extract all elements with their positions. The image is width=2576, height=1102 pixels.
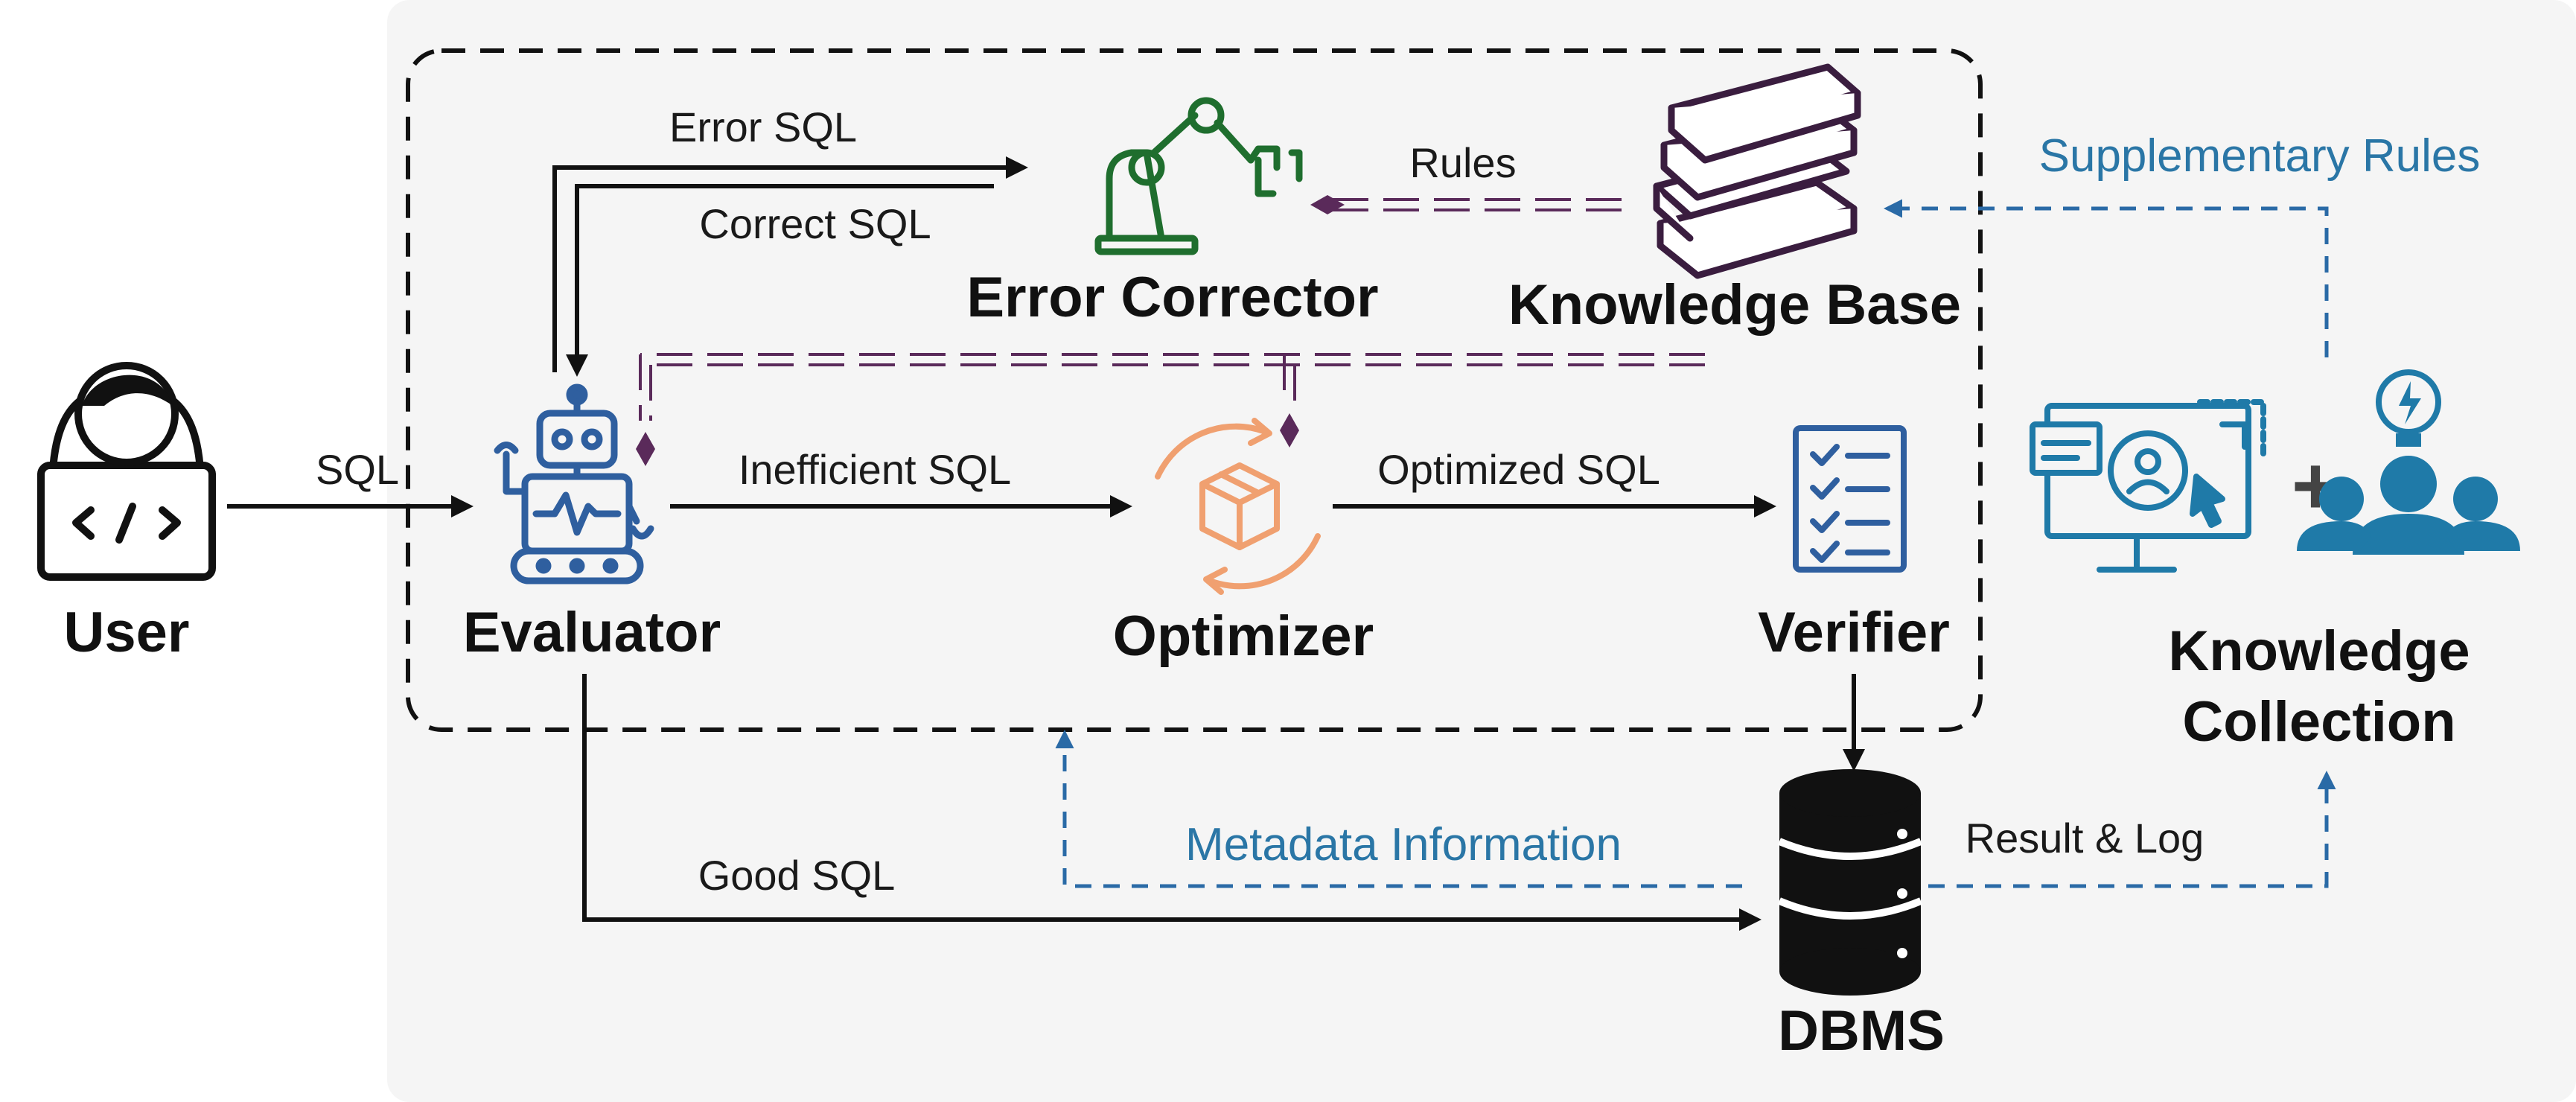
knowledge-collection-label-line2: Collection (2182, 690, 2455, 754)
database-icon (1778, 769, 1922, 996)
books-icon (1653, 63, 1861, 279)
team-idea-icon (2297, 369, 2520, 555)
metadata-information-arrow (1055, 730, 1742, 888)
error-sql-label: Error SQL (669, 103, 857, 150)
system-panel (387, 0, 2576, 1102)
checklist-icon (1793, 425, 1907, 573)
correct-sql-arrow (566, 184, 994, 377)
inefficient-sql-label: Inefficient SQL (739, 446, 1011, 493)
sql-label: SQL (316, 446, 399, 493)
robot-arm-icon (1094, 97, 1303, 255)
knowledge-links (639, 353, 1705, 421)
evaluator-label: Evaluator (463, 601, 721, 664)
evaluator-link-diamond (636, 432, 655, 466)
verifier-label: Verifier (1758, 601, 1950, 664)
good-sql-arrow (582, 674, 1762, 931)
result-log-arrow (1928, 771, 2336, 888)
result-log-label: Result & Log (1966, 815, 2204, 861)
agent-boundary-box (406, 48, 1983, 732)
user-icon (37, 362, 216, 581)
supplementary-rules-arrow (1884, 199, 2329, 357)
dbms-label: DBMS (1778, 999, 1945, 1063)
evaluator-robot-icon (494, 383, 654, 585)
optimized-sql-label: Optimized SQL (1377, 446, 1660, 493)
monitor-user-icon (2030, 399, 2266, 573)
supplementary-rules-label: Supplementary Rules (2039, 130, 2481, 182)
rules-diamond (1310, 195, 1345, 214)
rules-label: Rules (1409, 139, 1516, 186)
error-sql-arrow (552, 156, 1028, 372)
good-sql-label: Good SQL (698, 852, 896, 899)
correct-sql-label: Correct SQL (699, 200, 931, 247)
user-label: User (64, 601, 190, 664)
metadata-information-label: Metadata Information (1185, 819, 1622, 870)
knowledge-collection-label-line1: Knowledge (2168, 620, 2470, 683)
optimizer-link-diamond (1280, 413, 1299, 448)
knowledge-base-label: Knowledge Base (1508, 273, 1961, 337)
optimizer-label: Optimizer (1113, 605, 1374, 668)
error-corrector-label: Error Corrector (966, 266, 1378, 329)
optimizer-cycle-icon (1155, 418, 1321, 595)
